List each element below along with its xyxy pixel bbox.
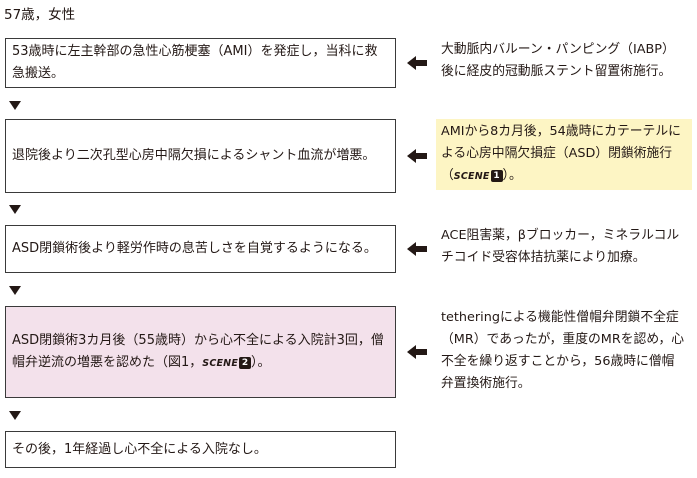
- step-5-box: その後，1年経過し心不全による入院なし。: [5, 431, 396, 468]
- step-4-box: ASD閉鎖術3カ月後（55歳時）から心不全による入院計3回，僧帽弁逆流の増悪を認…: [5, 306, 396, 398]
- triangle-down-icon: [9, 205, 21, 214]
- triangle-down-icon: [9, 411, 21, 420]
- step-1-box: 53歳時に左主幹部の急性心筋梗塞（AMI）を発症し，当科に救急搬送。: [5, 38, 396, 88]
- step-4-text: ASD閉鎖術3カ月後（55歳時）から心不全による入院計3回，僧帽弁逆流の増悪を認…: [12, 330, 389, 375]
- step-4-text-main: ASD閉鎖術3カ月後（55歳時）から心不全による入院計3回，僧帽弁逆流の増悪を認…: [12, 332, 384, 370]
- triangle-down-icon: [9, 286, 21, 295]
- step-2-text: 退院後より二次孔型心房中隔欠損によるシャント血流が増悪。: [12, 148, 376, 163]
- arrow-left-icon: [407, 345, 427, 359]
- step-3-side-note: ACE阻害薬，βブロッカー，ミネラルコルチコイド受容体拮抗薬により加療。: [441, 228, 680, 265]
- patient-header: 57歳，女性: [4, 7, 76, 23]
- scene-label: SCENE: [202, 357, 239, 369]
- step-1-side-note: 大動脈内バルーン・パンピング（IABP）後に経皮的冠動脈ステント留置術施行。: [441, 42, 675, 79]
- scene-number-badge: 1: [490, 170, 503, 182]
- step-4-side-note: tetheringによる機能性僧帽弁閉鎖不全症（MR）であったが，重度のMRを認…: [441, 310, 685, 391]
- arrow-left-icon: [407, 149, 427, 163]
- scene-label: SCENE: [453, 171, 490, 182]
- triangle-down-icon: [9, 101, 21, 110]
- step-2-box: 退院後より二次孔型心房中隔欠損によるシャント血流が増悪。: [5, 119, 396, 193]
- arrow-left-icon: [407, 242, 427, 256]
- step-2-side-text: AMIから8カ月後，54歳時にカテーテルによる心房中隔欠損症（ASD）閉鎖術施行…: [441, 124, 681, 183]
- step-2-side-text-end: ）。: [502, 168, 522, 183]
- arrow-left-icon: [407, 56, 427, 70]
- step-3-box: ASD閉鎖術後より軽労作時の息苦しさを自覚するようになる。: [5, 225, 396, 273]
- step-2-side-note: AMIから8カ月後，54歳時にカテーテルによる心房中隔欠損症（ASD）閉鎖術施行…: [436, 119, 692, 190]
- step-4-text-end: ）。: [251, 354, 271, 370]
- step-3-text: ASD閉鎖術後より軽労作時の息苦しさを自覚するようになる。: [12, 241, 377, 256]
- step-5-text: その後，1年経過し心不全による入院なし。: [12, 441, 267, 457]
- step-1-text: 53歳時に左主幹部の急性心筋梗塞（AMI）を発症し，当科に救急搬送。: [12, 44, 378, 81]
- scene-number-badge: 2: [239, 356, 252, 369]
